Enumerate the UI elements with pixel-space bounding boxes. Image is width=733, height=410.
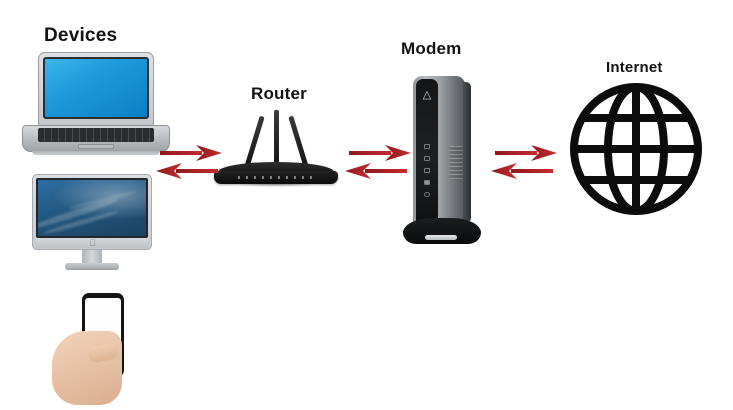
modem-side-edge xyxy=(463,82,471,222)
modem-stand-base xyxy=(403,218,481,244)
laptop-trackpad xyxy=(78,144,114,149)
modem-led-upstream xyxy=(424,168,430,173)
arrow-right xyxy=(160,145,222,161)
arrow-left xyxy=(345,163,407,179)
imac-chin xyxy=(36,238,148,248)
modem-front-panel xyxy=(416,79,438,223)
arrow-right xyxy=(349,145,411,161)
arrow-left xyxy=(491,163,553,179)
arrow-right xyxy=(495,145,557,161)
imac-desktop-icon:  xyxy=(32,174,152,274)
arrow-left xyxy=(156,163,218,179)
node-label-modem: Modem xyxy=(401,39,462,58)
modem-led-downstream xyxy=(424,156,430,161)
node-label-router: Router xyxy=(251,84,307,103)
router-antenna-center xyxy=(274,110,279,168)
connector-modem-internet xyxy=(487,140,561,186)
wifi-router-icon xyxy=(214,108,338,188)
modem-vents xyxy=(449,146,463,180)
modem-led-power xyxy=(424,144,430,149)
imac-screen xyxy=(36,178,148,238)
laptop-screen xyxy=(43,57,149,119)
globe-icon xyxy=(569,78,703,220)
imac-stand-neck xyxy=(82,250,102,264)
router-led-indicators xyxy=(238,176,314,179)
laptop-icon xyxy=(22,52,170,157)
hand-icon xyxy=(52,331,122,405)
laptop-lid xyxy=(38,52,154,128)
router-antenna-left xyxy=(244,115,265,169)
connector-devices-router xyxy=(152,140,226,186)
laptop-keyboard xyxy=(38,128,154,142)
laptop-base xyxy=(22,125,170,152)
imac-stand-foot xyxy=(65,263,119,270)
modem-led-online xyxy=(424,180,430,185)
modem-led-link xyxy=(424,192,430,197)
node-label-internet: Internet xyxy=(606,59,663,76)
connector-router-modem xyxy=(341,140,415,186)
laptop-front-edge xyxy=(32,151,160,155)
node-label-devices: Devices xyxy=(44,25,118,46)
apple-logo-icon:  xyxy=(89,239,96,248)
router-shadow xyxy=(220,184,332,188)
cable-modem-icon: △ xyxy=(403,76,481,248)
smartphone-in-hand-icon xyxy=(52,293,158,405)
imac-body:  xyxy=(32,174,152,250)
motorola-logo-icon: △ xyxy=(422,89,432,101)
modem-base-strip xyxy=(425,235,457,240)
router-antenna-right xyxy=(288,115,309,169)
